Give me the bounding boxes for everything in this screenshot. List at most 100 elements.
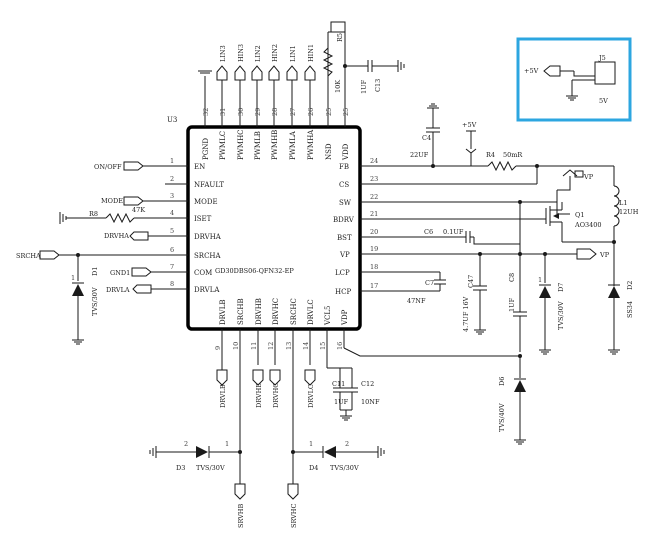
q1-ref: Q1 — [575, 211, 584, 219]
port-icon — [269, 369, 281, 386]
port-icon — [131, 267, 152, 277]
d2-ref: D2 — [626, 281, 634, 290]
r5-value: 10K — [334, 80, 342, 93]
diode-icon — [608, 286, 620, 298]
resistor-icon — [322, 47, 334, 77]
pin-num: 31 — [219, 108, 227, 116]
d7-value: TVS/30V — [557, 301, 565, 330]
c13-value: 1UF — [360, 79, 368, 94]
pin-one: 1 — [309, 440, 313, 448]
pin-num: 25 — [325, 108, 333, 116]
j5-net-label: +5V — [524, 67, 539, 75]
pin-num: 10 — [232, 342, 240, 350]
c6-ref: C6 — [424, 228, 433, 236]
port-icon — [216, 65, 228, 81]
port-icon — [123, 196, 144, 206]
r5-ref: R5 — [336, 33, 344, 42]
pin-num: 29 — [254, 108, 262, 116]
c8-ref: C8 — [508, 273, 516, 282]
port-label: DRVLB — [219, 384, 227, 408]
d4-value: TVS/30V — [330, 464, 359, 472]
ground-icon — [198, 70, 212, 105]
pin-name: HCP — [335, 288, 351, 296]
pin-two: 2 — [184, 440, 188, 448]
pin-num: 13 — [285, 342, 293, 350]
pin-num: 15 — [319, 342, 327, 350]
vdp-wire — [343, 347, 520, 357]
c11-value: 1UF — [334, 398, 349, 406]
pin-name: DRVHB — [255, 298, 263, 325]
resistor-icon — [487, 160, 517, 172]
pin-num: 30 — [237, 108, 245, 116]
port-label: LIN3 — [219, 45, 227, 62]
port-icon — [252, 369, 264, 386]
pin-name: SRCHA — [194, 252, 222, 260]
port-label: LIN1 — [289, 45, 297, 62]
pin-num: 20 — [370, 228, 378, 236]
pin-num: 14 — [302, 342, 310, 350]
pin-num: 21 — [370, 210, 378, 218]
pin-name: NFAULT — [194, 181, 224, 189]
port-icon — [576, 248, 597, 260]
pin-num: 7 — [170, 263, 174, 271]
pin-name: PWMLB — [254, 131, 262, 160]
pin-name: SRCHC — [290, 298, 298, 325]
pin-name: VCL5 — [324, 305, 332, 326]
pin-num: 16 — [336, 342, 344, 350]
pin-num: 18 — [370, 263, 378, 271]
connector-j5-panel: +5V J5 5V — [516, 37, 632, 122]
d2-value: SS34 — [626, 301, 634, 318]
r8-value: 47K — [132, 206, 145, 214]
pin-num: 6 — [170, 246, 174, 254]
port-icon — [543, 65, 561, 77]
pin-num: 26 — [307, 108, 315, 116]
c13-ref: C13 — [374, 79, 382, 92]
r4-ref: R4 — [486, 151, 495, 159]
port-label: HIN2 — [271, 44, 279, 62]
port-label: MODE — [101, 197, 123, 205]
pin-num: 12 — [267, 342, 275, 350]
r4-value: 50mR — [503, 151, 523, 159]
pin-name: DRVLB — [219, 300, 227, 325]
d7-ref: D7 — [557, 283, 565, 292]
c8-value: 1UF — [508, 297, 516, 312]
port-label: DRVHA — [104, 232, 129, 240]
pin-name: COM — [194, 269, 212, 277]
port-icon — [129, 231, 149, 241]
port-icon — [251, 65, 263, 81]
d4-ref: D4 — [309, 464, 318, 472]
mosfet-arrow — [553, 213, 559, 219]
d6-value: TVS/40V — [498, 403, 506, 432]
pin-name: PWMHB — [271, 130, 279, 160]
pin-num: 19 — [370, 245, 378, 253]
c47-value: 4.7UF 16V — [462, 296, 470, 332]
q1-drain — [557, 176, 571, 191]
pin-name: BST — [337, 234, 352, 242]
pin-num: 23 — [370, 175, 378, 183]
c7-value: 47NF — [407, 297, 426, 305]
pin-name: VDP — [341, 309, 349, 326]
port-icon — [287, 483, 299, 500]
c6-value: 0.1UF — [443, 228, 464, 236]
d3-value: TVS/30V — [196, 464, 225, 472]
port-icon — [268, 65, 280, 81]
l1-ref: L1 — [619, 199, 627, 207]
power-stage: C4 22UF +5V R4 50mR L1 12UH VP — [343, 103, 639, 445]
left-ports: ON/OFF MODE R8 47K DRVHA SRCHA GND1 DRVL… — [16, 161, 165, 345]
c7-ref: C7 — [425, 279, 434, 287]
pin-num: 24 — [370, 157, 378, 165]
pin-num: 32 — [202, 108, 210, 116]
pin-name: PWMHA — [307, 129, 315, 160]
pin-name: VP — [339, 251, 350, 259]
port-icon — [234, 483, 246, 500]
vp-sw-label: VP — [583, 173, 594, 181]
pin-num: 27 — [289, 108, 297, 116]
pin-num: 4 — [170, 209, 174, 217]
pin-num: 5 — [170, 227, 174, 235]
pin-num: 28 — [271, 108, 279, 116]
pin-name: MODE — [194, 198, 218, 206]
pin-name: PWMLC — [219, 131, 227, 160]
d3-ref: D3 — [176, 464, 185, 472]
